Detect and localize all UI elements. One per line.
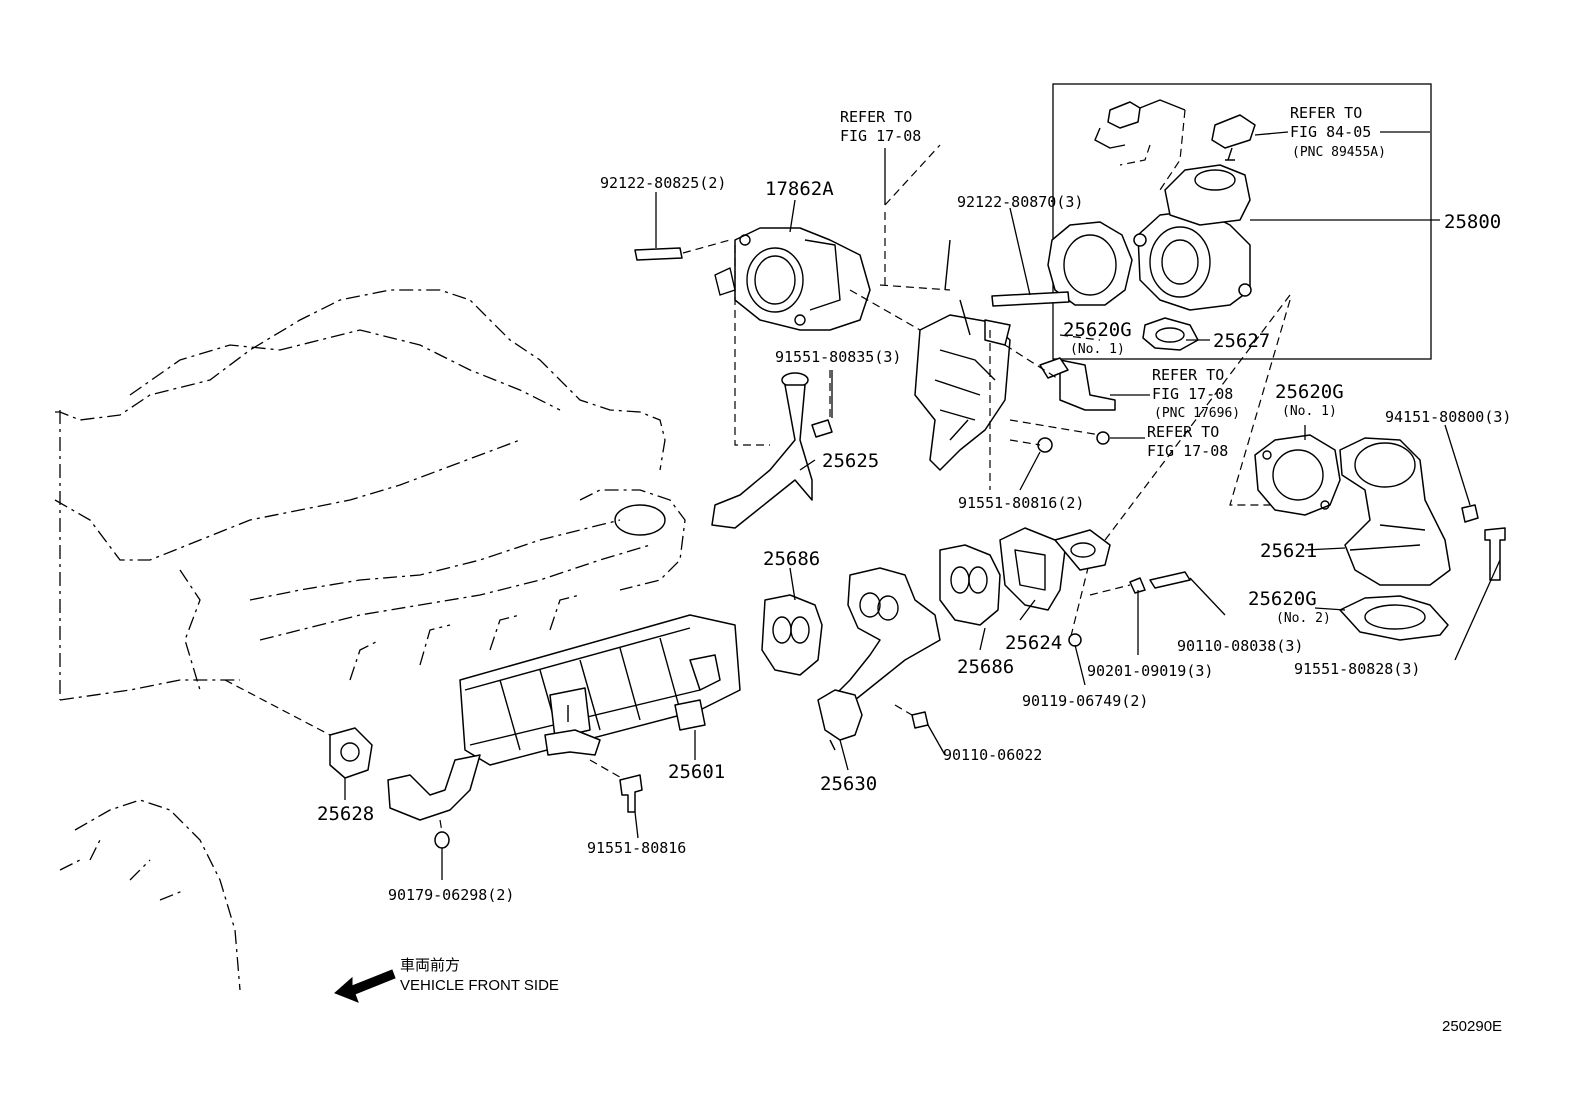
egr-cooler-25601 (224, 614, 741, 849)
label-25624: 25624 (1005, 632, 1062, 654)
label-25621: 25621 (1260, 540, 1317, 562)
egr-valve-25800 (1052, 83, 1432, 360)
label-90201-09019: 90201-09019(3) (1087, 662, 1213, 680)
label-refer-17-08-a-line2: FIG 17-08 (840, 127, 921, 145)
label-25625: 25625 (822, 450, 879, 472)
figure-code: 250290E (1442, 1018, 1502, 1035)
label-refer-17-08-c-line1: REFER TO (1147, 423, 1219, 441)
egr-pipe-25630 (817, 567, 941, 751)
label-25620g-upper-no: (No. 1) (1070, 342, 1125, 357)
label-90179-06298: 90179-06298(2) (388, 886, 514, 904)
vehicle-front-label-jp: 車両前方 (400, 957, 460, 974)
label-refer-17-08-b-pnc: (PNC 17696) (1154, 406, 1240, 421)
label-90110-08038: 90110-08038(3) (1177, 637, 1303, 655)
label-refer-17-08-c-line2: FIG 17-08 (1147, 442, 1228, 460)
gaskets-25686-25624 (761, 527, 1191, 676)
label-25620g-no2-no: (No. 2) (1276, 611, 1331, 626)
label-25686-b: 25686 (957, 656, 1014, 678)
label-25686-a: 25686 (763, 548, 820, 570)
label-refer-17-08-a-line1: REFER TO (840, 108, 912, 126)
label-25627: 25627 (1213, 330, 1270, 352)
vehicle-front-arrow (334, 969, 396, 1003)
throttle-body-17862a (634, 227, 871, 331)
egr-pipe-25621-group (1229, 299, 1506, 641)
label-refer-84-05-line1: REFER TO (1290, 104, 1362, 122)
label-25620g-upper: 25620G (1063, 319, 1132, 341)
vehicle-front-label-en: VEHICLE FRONT SIDE (400, 977, 559, 994)
label-92122-80825: 92122-80825(2) (600, 174, 726, 192)
engine-outline (54, 289, 686, 991)
label-91551-80828: 91551-80828(3) (1294, 660, 1420, 678)
label-25620g-right: 25620G (1275, 381, 1344, 403)
label-17862a: 17862A (765, 178, 834, 200)
egr-actuator-bracket (849, 239, 1116, 490)
label-25620g-no2: 25620G (1248, 588, 1317, 610)
label-25620g-right-no: (No. 1) (1282, 404, 1337, 419)
label-94151-80800: 94151-80800(3) (1385, 408, 1511, 426)
label-91551-80816: 91551-80816 (587, 839, 686, 857)
label-refer-84-05-pnc: (PNC 89455A) (1292, 145, 1386, 160)
label-91551-80835: 91551-80835(3) (775, 348, 901, 366)
gasket-25620g-upper (1047, 221, 1199, 351)
label-90110-06022: 90110-06022 (943, 746, 1042, 764)
label-refer-84-05-line2: FIG 84-05 (1290, 123, 1371, 141)
label-refer-17-08-b-line1: REFER TO (1152, 366, 1224, 384)
label-25630: 25630 (820, 773, 877, 795)
part-number-labels: 92122-80825(2) 17862A REFER TO FIG 17-08… (317, 104, 1511, 1035)
label-refer-17-08-b-line2: FIG 17-08 (1152, 385, 1233, 403)
label-25800: 25800 (1444, 211, 1501, 233)
bracket-25625 (711, 245, 833, 529)
label-90119-06749: 90119-06749(2) (1022, 692, 1148, 710)
label-91551-80816-2: 91551-80816(2) (958, 494, 1084, 512)
label-92122-80870: 92122-80870(3) (957, 193, 1083, 211)
label-25601: 25601 (668, 761, 725, 783)
leader-lines (344, 131, 1501, 880)
label-25628: 25628 (317, 803, 374, 825)
